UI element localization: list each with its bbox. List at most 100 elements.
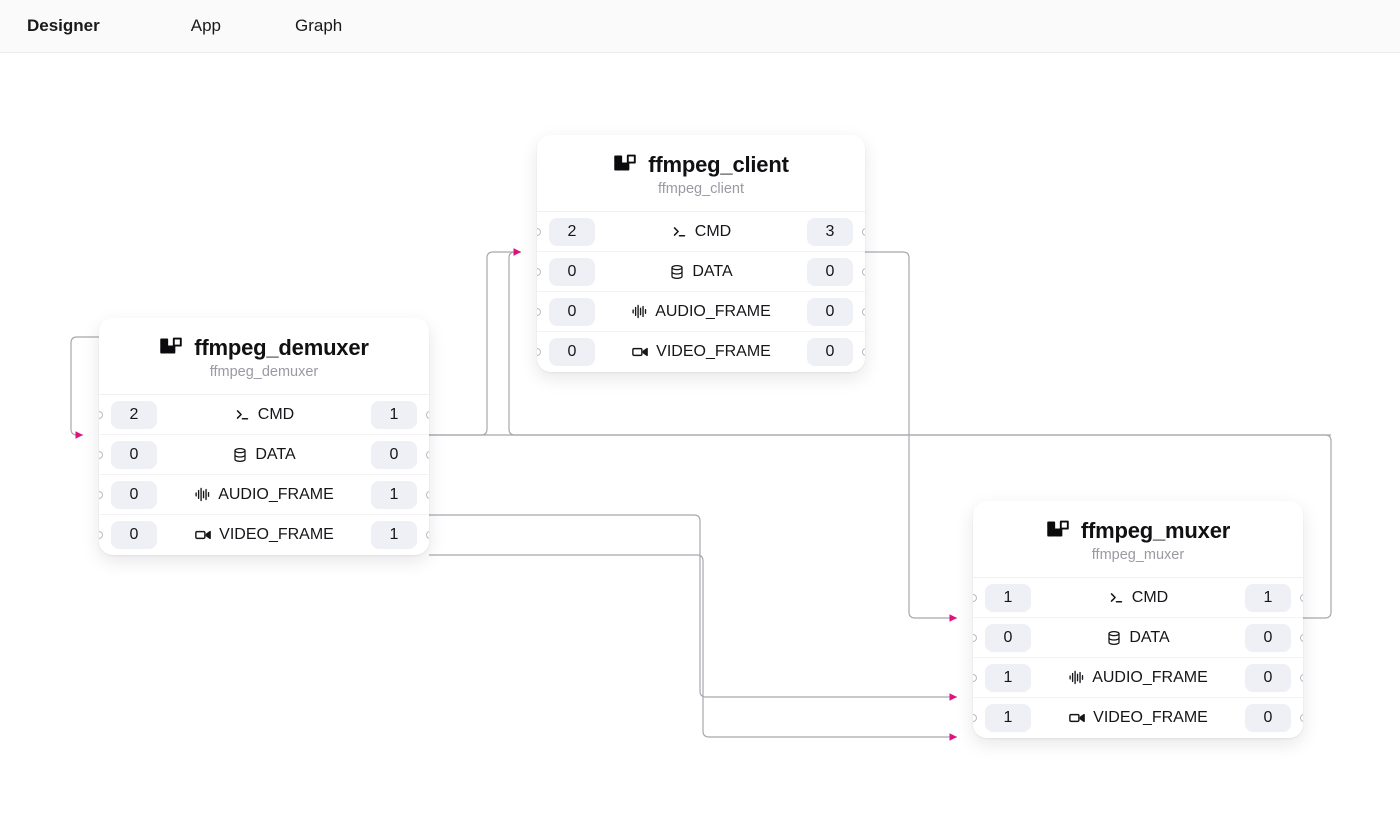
port-label-text: DATA <box>692 262 733 280</box>
waveform-icon <box>194 486 211 503</box>
waveform-icon <box>631 303 648 320</box>
input-port-audio_frame[interactable] <box>99 490 103 499</box>
port-label-text: AUDIO_FRAME <box>1092 668 1208 686</box>
input-count-pill: 0 <box>111 521 157 549</box>
input-count-pill: 0 <box>111 480 157 509</box>
output-count-pill: 1 <box>371 480 417 509</box>
node-header: ffmpeg_demuxer ffmpeg_demuxer <box>99 318 429 395</box>
terminal-icon <box>1108 589 1125 606</box>
output-count-pill: 0 <box>371 440 417 469</box>
node-title-row: ffmpeg_demuxer <box>113 335 415 361</box>
output-port-cmd[interactable] <box>1299 593 1303 602</box>
input-port-cmd[interactable] <box>973 593 977 602</box>
output-port-data[interactable] <box>861 267 865 276</box>
output-count-pill: 1 <box>371 521 417 549</box>
input-count-pill: 0 <box>111 440 157 469</box>
input-port-video_frame[interactable] <box>973 714 977 722</box>
output-count-pill: 0 <box>1245 623 1291 652</box>
port-label-text: AUDIO_FRAME <box>218 485 334 503</box>
port-row-video_frame: 0 VIDEO_FRAME 1 <box>99 515 429 555</box>
nav-tab-graph[interactable]: Graph <box>295 16 343 35</box>
database-icon <box>1106 630 1122 646</box>
port-row-label: VIDEO_FRAME <box>595 343 807 361</box>
node-subtitle: ffmpeg_client <box>658 181 744 197</box>
port-label-text: CMD <box>694 222 732 240</box>
port-row-data: 0 DATA 0 <box>537 252 865 292</box>
port-label-text: VIDEO_FRAME <box>219 526 334 543</box>
port-row-label: VIDEO_FRAME <box>157 526 371 544</box>
waveform-icon <box>1068 669 1085 686</box>
terminal-icon <box>671 223 688 240</box>
database-icon <box>669 264 685 280</box>
input-port-cmd[interactable] <box>99 410 103 419</box>
output-port-data[interactable] <box>425 450 429 459</box>
output-port-cmd[interactable] <box>861 227 865 236</box>
input-port-video_frame[interactable] <box>537 348 541 356</box>
node-title: ffmpeg_client <box>648 152 789 177</box>
port-row-label: AUDIO_FRAME <box>157 486 371 504</box>
input-count-pill: 0 <box>985 623 1031 652</box>
output-port-video_frame[interactable] <box>1299 714 1303 722</box>
input-port-audio_frame[interactable] <box>537 307 541 316</box>
port-row-label: CMD <box>1031 589 1245 607</box>
output-count-pill: 1 <box>371 400 417 429</box>
port-row-label: DATA <box>595 263 807 281</box>
port-label-text: VIDEO_FRAME <box>1093 709 1208 726</box>
input-count-pill: 2 <box>549 217 595 246</box>
port-row-cmd: 1 CMD 1 <box>973 578 1303 618</box>
output-count-pill: 0 <box>807 297 853 326</box>
output-count-pill: 0 <box>1245 704 1291 732</box>
node-title-row: ffmpeg_muxer <box>987 518 1289 544</box>
input-port-video_frame[interactable] <box>99 531 103 539</box>
input-port-cmd[interactable] <box>537 227 541 236</box>
nav-tab-designer[interactable]: Designer <box>27 16 100 35</box>
port-label-text: DATA <box>255 445 296 463</box>
input-port-data[interactable] <box>537 267 541 276</box>
port-row-label: DATA <box>157 446 371 464</box>
blocks-icon <box>1046 519 1070 543</box>
input-count-pill: 1 <box>985 663 1031 692</box>
output-count-pill: 0 <box>807 257 853 286</box>
output-port-video_frame[interactable] <box>861 348 865 356</box>
output-port-data[interactable] <box>1299 633 1303 642</box>
port-row-audio_frame: 0 AUDIO_FRAME 1 <box>99 475 429 515</box>
input-count-pill: 1 <box>985 583 1031 612</box>
edge-client-cmd-to-muxer-cmd <box>865 251 957 622</box>
port-row-label: AUDIO_FRAME <box>1031 669 1245 687</box>
output-port-cmd[interactable] <box>425 410 429 419</box>
top-navbar: Designer App Graph <box>0 0 1400 53</box>
input-port-data[interactable] <box>973 633 977 642</box>
node-title-row: ffmpeg_client <box>551 152 851 178</box>
output-port-audio_frame[interactable] <box>425 490 429 499</box>
input-count-pill: 0 <box>549 257 595 286</box>
video-icon <box>1068 709 1086 727</box>
port-label-text: CMD <box>1131 588 1169 606</box>
node-header: ffmpeg_client ffmpeg_client <box>537 135 865 212</box>
node-title: ffmpeg_muxer <box>1080 518 1231 543</box>
output-port-video_frame[interactable] <box>425 531 429 539</box>
output-port-audio_frame[interactable] <box>861 307 865 316</box>
node-subtitle: ffmpeg_demuxer <box>209 364 319 380</box>
port-label-text: CMD <box>257 405 295 423</box>
video-icon <box>194 526 212 544</box>
port-row-label: DATA <box>1031 629 1245 647</box>
input-count-pill: 1 <box>985 704 1031 732</box>
output-count-pill: 1 <box>1245 583 1291 612</box>
input-port-data[interactable] <box>99 450 103 459</box>
input-port-audio_frame[interactable] <box>973 673 977 682</box>
nav-tab-app[interactable]: App <box>190 16 221 35</box>
port-row-video_frame: 1 VIDEO_FRAME 0 <box>973 698 1303 738</box>
port-label-text: AUDIO_FRAME <box>655 302 771 320</box>
input-count-pill: 0 <box>549 297 595 326</box>
graph-canvas[interactable]: ffmpeg_demuxer ffmpeg_demuxer 2 CMD 1 0 DATA… <box>0 53 1400 825</box>
output-port-audio_frame[interactable] <box>1299 673 1303 682</box>
